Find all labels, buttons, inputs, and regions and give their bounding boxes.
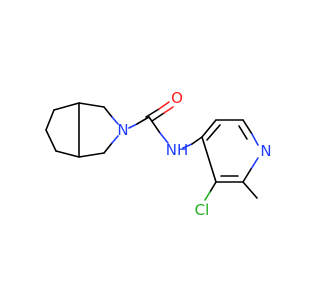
- bond-cyclopentane-2: [45, 109, 55, 131]
- bond-pyridine-6: [201, 136, 217, 183]
- bond-pyrrolidine-4a: [103, 142, 113, 154]
- bond-carbonyl-double-1a: [145, 108, 160, 118]
- bond-pyrrolidine-3b: [111, 116, 119, 125]
- bond-carbonyl-double-2a: [151, 112, 165, 122]
- bond-cyclopentane-3: [45, 129, 57, 152]
- bond-pyridine-chlorine-b: [204, 191, 211, 201]
- bond-pyrrolidine-2: [78, 152, 105, 158]
- bond-cyclopentane-4: [55, 150, 80, 158]
- oxygen-atom-label: O: [171, 89, 183, 107]
- bonds: [45, 101, 259, 201]
- bond-cyclopentane-1: [53, 102, 80, 111]
- bond-pyridine-chlorine-a: [209, 181, 217, 193]
- bond-pyridine-3-inner: [238, 125, 248, 140]
- bond-pyridine-4a: [250, 157, 259, 170]
- bond-pyrrolidine-1: [78, 102, 105, 108]
- bond-nh-pyridine-a: [182, 143, 193, 149]
- bond-n-carbonyl-b: [136, 116, 150, 125]
- bond-carbonyl-double-2b: [163, 106, 174, 114]
- bond-pyrrolidine-3a: [103, 106, 113, 118]
- pyridine-nitrogen-atom-label: N: [260, 142, 271, 160]
- bond-n-carbonyl-a: [128, 123, 138, 129]
- amide-nh-atom-label: NH: [166, 141, 189, 159]
- bond-pyridine-1-inner: [206, 124, 221, 141]
- bond-pyridine-1: [201, 119, 217, 138]
- bond-carbonyl-nh-a: [148, 116, 161, 134]
- bond-pyridine-4b: [242, 168, 252, 183]
- bond-carbonyl-nh-b: [159, 132, 169, 144]
- atom-labels: O N NH N Cl: [117, 89, 271, 219]
- ring-nitrogen-atom-label: N: [117, 121, 128, 139]
- bond-pyrrolidine-4b: [111, 135, 119, 144]
- bond-nh-pyridine-b: [191, 136, 203, 145]
- bond-pyridine-3b: [251, 133, 259, 146]
- bond-pyridine-3a: [242, 119, 253, 135]
- chlorine-atom-label: Cl: [195, 201, 210, 219]
- bond-carbonyl-double-1b: [158, 101, 170, 110]
- molecule-structure-diagram: O N NH N Cl: [45, 89, 272, 219]
- bond-pyridine-methyl: [242, 181, 258, 199]
